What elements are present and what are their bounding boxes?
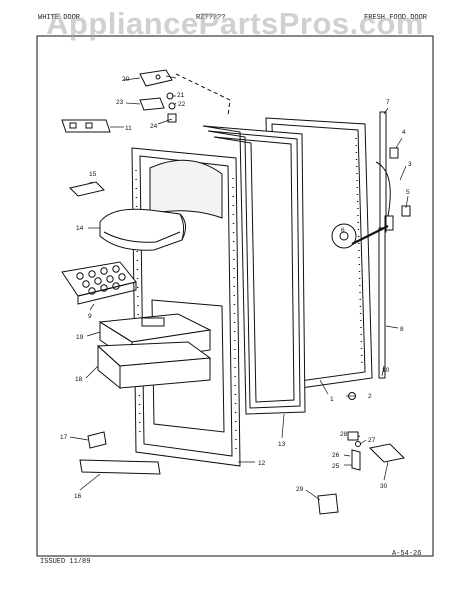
callout-17: 17 [60, 434, 68, 441]
header-title: FRESH FOOD DOOR [364, 14, 428, 22]
callout-18: 18 [75, 376, 83, 383]
callout-20: 20 [122, 76, 130, 83]
callout-16: 16 [74, 493, 82, 500]
callout-10: 10 [382, 367, 390, 374]
door-gasket [202, 125, 306, 415]
header-model: RZ????? [196, 14, 226, 22]
callout-26: 26 [332, 452, 340, 459]
callout-29: 29 [296, 486, 304, 493]
leader-lines [69, 75, 409, 501]
callout-28: 28 [340, 431, 348, 438]
callout-19: 19 [76, 334, 84, 341]
callout-13: 13 [278, 441, 286, 448]
footer-code: A-54-26 [392, 550, 422, 558]
door-shelf-part [96, 341, 212, 390]
egg-tray-part [61, 261, 137, 305]
callout-9: 9 [88, 313, 92, 320]
callout-22: 22 [178, 101, 186, 108]
callout-15: 15 [89, 171, 97, 178]
callout-5: 5 [406, 189, 410, 196]
hinge-cover-part [61, 119, 111, 133]
callout-4: 4 [402, 129, 406, 136]
callout-6: 6 [341, 227, 345, 234]
door-hardware-parts [317, 111, 411, 515]
callout-23: 23 [116, 99, 124, 106]
callout-2: 2 [368, 393, 372, 400]
callout-27: 27 [368, 437, 376, 444]
callout-30: 30 [380, 483, 388, 490]
inner-door-liner [131, 147, 241, 467]
watermark: AppliancePartsPros.com [46, 6, 424, 41]
callout-1: 1 [330, 396, 334, 403]
callout-8: 8 [400, 326, 404, 333]
callout-7: 7 [386, 99, 390, 106]
footer-issued: ISSUED 11/89 [40, 558, 91, 566]
callout-24: 24 [150, 123, 158, 130]
bracket-part [69, 181, 105, 197]
callout-14: 14 [76, 225, 84, 232]
page-border [36, 35, 434, 557]
dairy-door-part [99, 208, 186, 251]
callout-12: 12 [258, 460, 266, 467]
bottom-trim-part [79, 431, 161, 475]
callout-25: 25 [332, 463, 340, 470]
hinge-assembly-parts [139, 69, 231, 123]
header-left: WHITE DOOR [38, 14, 81, 22]
callout-11: 11 [125, 125, 132, 132]
callout-21: 21 [177, 92, 185, 99]
callout-3: 3 [408, 161, 412, 168]
